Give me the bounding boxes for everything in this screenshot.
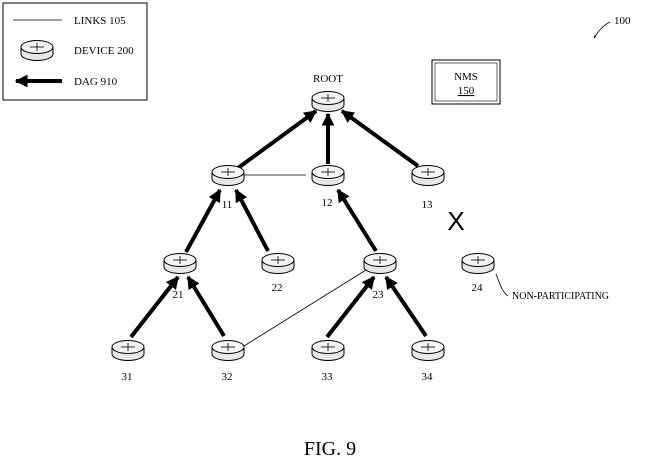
broken-link-x-mark: X xyxy=(447,206,464,236)
device-root xyxy=(311,91,345,112)
reference-number: 100 xyxy=(614,15,631,27)
nms-name: NMS xyxy=(454,71,478,83)
reference-arrow xyxy=(593,21,611,39)
node-label-32: 32 xyxy=(222,371,233,383)
node-label-22: 22 xyxy=(272,282,283,294)
node-label-11: 11 xyxy=(222,199,233,211)
nms-number: 150 xyxy=(458,85,475,97)
device-32 xyxy=(211,340,245,361)
non-participating-leader xyxy=(495,273,509,297)
nms-inner-border xyxy=(434,62,498,102)
device-23 xyxy=(363,253,397,274)
dag-arrow-21-11 xyxy=(184,188,222,253)
link-32-23 xyxy=(243,269,367,347)
device-21 xyxy=(163,253,197,274)
legend-links-label: LINKS 105 xyxy=(74,15,126,27)
dag-arrow-34-23 xyxy=(384,275,428,338)
dag-arrow-23-12 xyxy=(336,188,378,253)
legend-device-label: DEVICE 200 xyxy=(74,45,134,57)
legend-device-icon xyxy=(20,40,54,61)
non-participating-callout: NON-PARTICIPATING xyxy=(495,273,609,302)
node-label-31: 31 xyxy=(122,371,133,383)
root-label: ROOT xyxy=(313,73,343,85)
node-label-13: 13 xyxy=(422,199,434,211)
dag-arrow-13-root xyxy=(340,109,420,168)
node-label-34: 34 xyxy=(422,371,434,383)
dag-arrow-32-21 xyxy=(186,275,226,338)
node-label-24: 24 xyxy=(472,282,484,294)
nms-box: NMS 150 xyxy=(431,59,501,105)
node-labels: ROOT 11 12 13 21 22 23 24 31 32 33 34 xyxy=(122,73,484,383)
dag-arrow-22-11 xyxy=(234,188,270,252)
legend: LINKS 105 DEVICE 200 DAG 910 xyxy=(2,2,148,101)
figure-reference: 100 xyxy=(593,15,631,39)
legend-dag-label: DAG 910 xyxy=(74,76,118,88)
dag-arrows xyxy=(129,109,428,339)
device-11 xyxy=(211,165,245,186)
figure-caption: FIG. 9 xyxy=(304,438,356,460)
device-31 xyxy=(111,340,145,361)
device-12 xyxy=(311,165,345,186)
device-34 xyxy=(411,340,445,361)
device-22 xyxy=(261,253,295,274)
node-label-21: 21 xyxy=(173,289,184,301)
device-33 xyxy=(311,340,345,361)
device-24 xyxy=(461,253,495,274)
node-label-33: 33 xyxy=(322,371,334,383)
dag-arrow-33-23 xyxy=(325,275,376,339)
node-label-12: 12 xyxy=(322,197,333,209)
non-participating-label: NON-PARTICIPATING xyxy=(512,291,609,302)
nms-outer-border xyxy=(431,59,501,105)
dag-arrow-11-root xyxy=(236,109,318,170)
device-13 xyxy=(411,165,445,186)
devices xyxy=(111,91,495,361)
node-label-23: 23 xyxy=(373,289,385,301)
dag-arrow-31-21 xyxy=(129,275,180,339)
links xyxy=(243,174,367,347)
